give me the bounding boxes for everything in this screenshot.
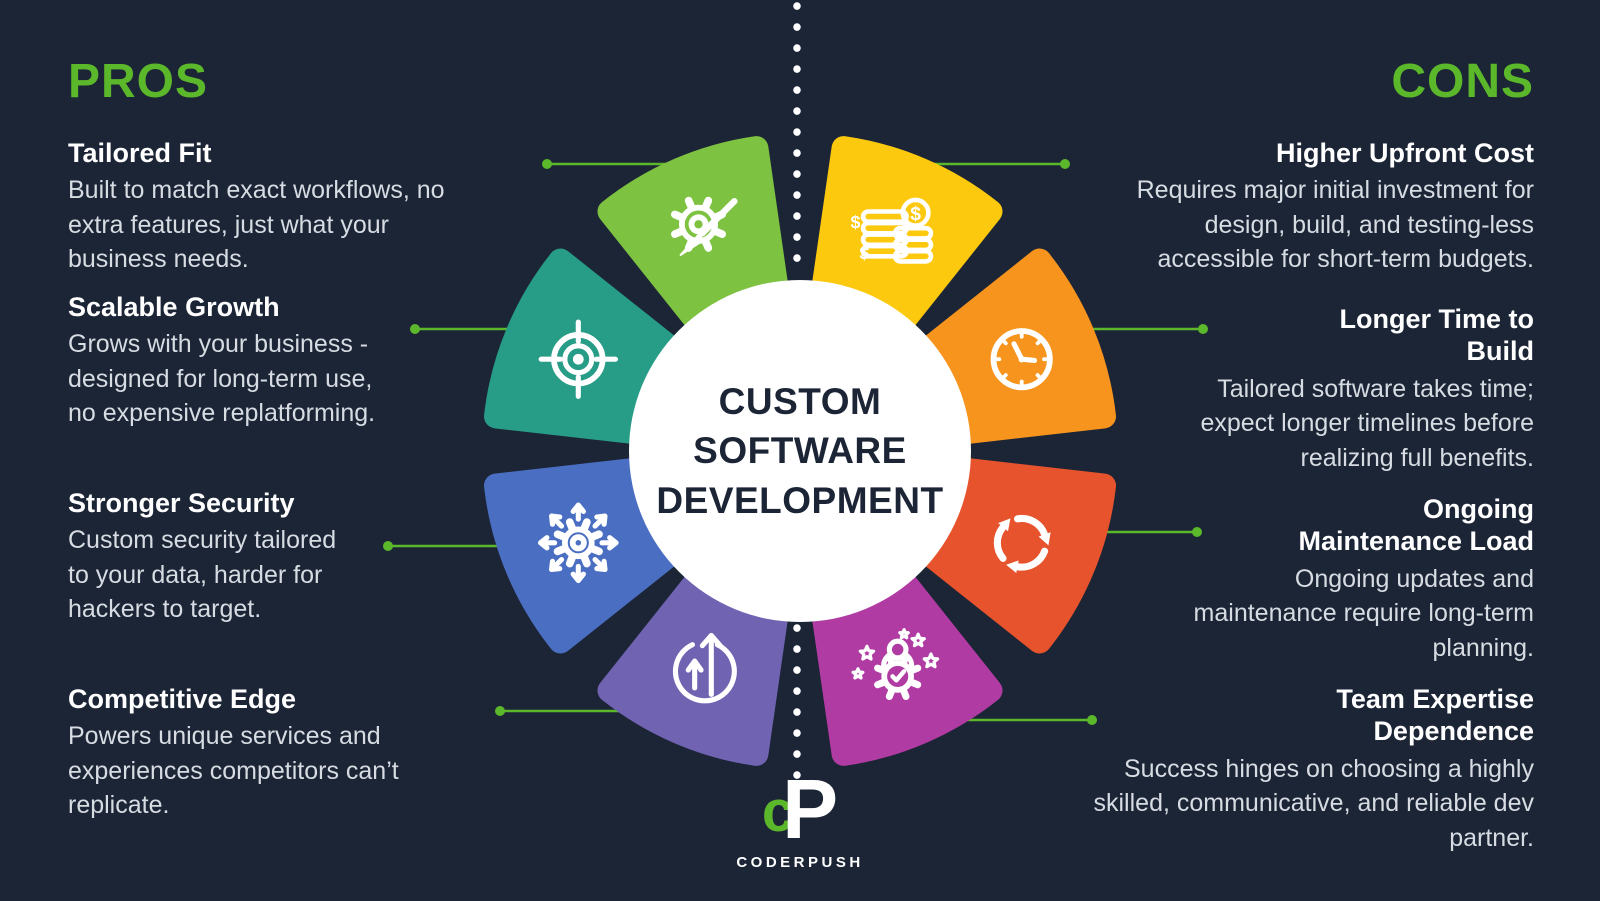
con-title: Higher Upfront Cost (1276, 138, 1534, 168)
gear-expand-icon (537, 502, 619, 584)
logo-letter-p: P (782, 762, 839, 856)
con-body: Success hinges on choosing a highly skil… (1093, 754, 1535, 852)
expert-icon (851, 628, 940, 701)
coins-icon: $$$ (850, 197, 934, 264)
center-title-line1: CUSTOM (718, 381, 882, 423)
pro-title: Scalable Growth (68, 292, 280, 322)
center-title-line2: SOFTWARE (693, 430, 907, 472)
pro-item-scalable-growth: Scalable Growth Grows with your business… (68, 291, 386, 431)
con-item-team-expertise-dependence: Team Expertise Dependence Success hinges… (1086, 683, 1535, 855)
clock-icon (990, 328, 1053, 391)
gear-brush-icon (670, 196, 738, 256)
pro-body: Custom security tailored to your data, h… (68, 526, 337, 624)
pro-body: Grows with your business - designed for … (68, 330, 376, 428)
center-title: CUSTOM SOFTWARE DEVELOPMENT (629, 280, 971, 622)
pro-title: Stronger Security (68, 488, 295, 518)
con-body: Tailored software takes time; expect lon… (1200, 374, 1534, 472)
cons-heading: CONS (1391, 55, 1534, 108)
con-title: Ongoing Maintenance Load (1298, 494, 1534, 557)
pros-heading: PROS (68, 55, 209, 108)
con-title: Team Expertise Dependence (1336, 684, 1534, 747)
con-item-longer-time-to-build: Longer Time to Build Tailored software t… (1154, 303, 1534, 475)
pro-body: Built to match exact workflows, no extra… (68, 176, 445, 274)
pro-title: Tailored Fit (68, 138, 212, 168)
con-item-ongoing-maintenance-load: Ongoing Maintenance Load Ongoing updates… (1186, 493, 1534, 665)
con-body: Ongoing updates and maintenance require … (1193, 564, 1534, 662)
svg-text:$: $ (910, 204, 921, 225)
refresh-icon (993, 514, 1051, 574)
coderpush-logo: c P CODERPUSH (736, 762, 864, 871)
connector-line (383, 541, 512, 551)
center-title-line3: DEVELOPMENT (656, 479, 944, 521)
logo-letter-c: c (761, 779, 795, 844)
pro-item-tailored-fit: Tailored Fit Built to match exact workfl… (68, 137, 460, 277)
center-circle (629, 280, 971, 622)
pro-item-competitive-edge: Competitive Edge Powers unique services … (68, 683, 460, 823)
coderpush-logo-icon: c P (761, 762, 839, 856)
logo-wordmark: CODERPUSH (736, 854, 864, 871)
growth-arrows-icon (672, 632, 737, 704)
pro-title: Competitive Edge (68, 684, 297, 714)
target-icon (538, 319, 618, 399)
pro-item-stronger-security: Stronger Security Custom security tailor… (68, 487, 340, 627)
con-title: Longer Time to Build (1339, 304, 1534, 367)
con-item-higher-upfront-cost: Higher Upfront Cost Requires major initi… (1086, 137, 1534, 277)
con-body: Requires major initial investment for de… (1136, 176, 1534, 274)
svg-text:$: $ (850, 212, 860, 232)
pro-body: Powers unique services and experiences c… (68, 722, 399, 820)
connector-line (1085, 324, 1208, 334)
